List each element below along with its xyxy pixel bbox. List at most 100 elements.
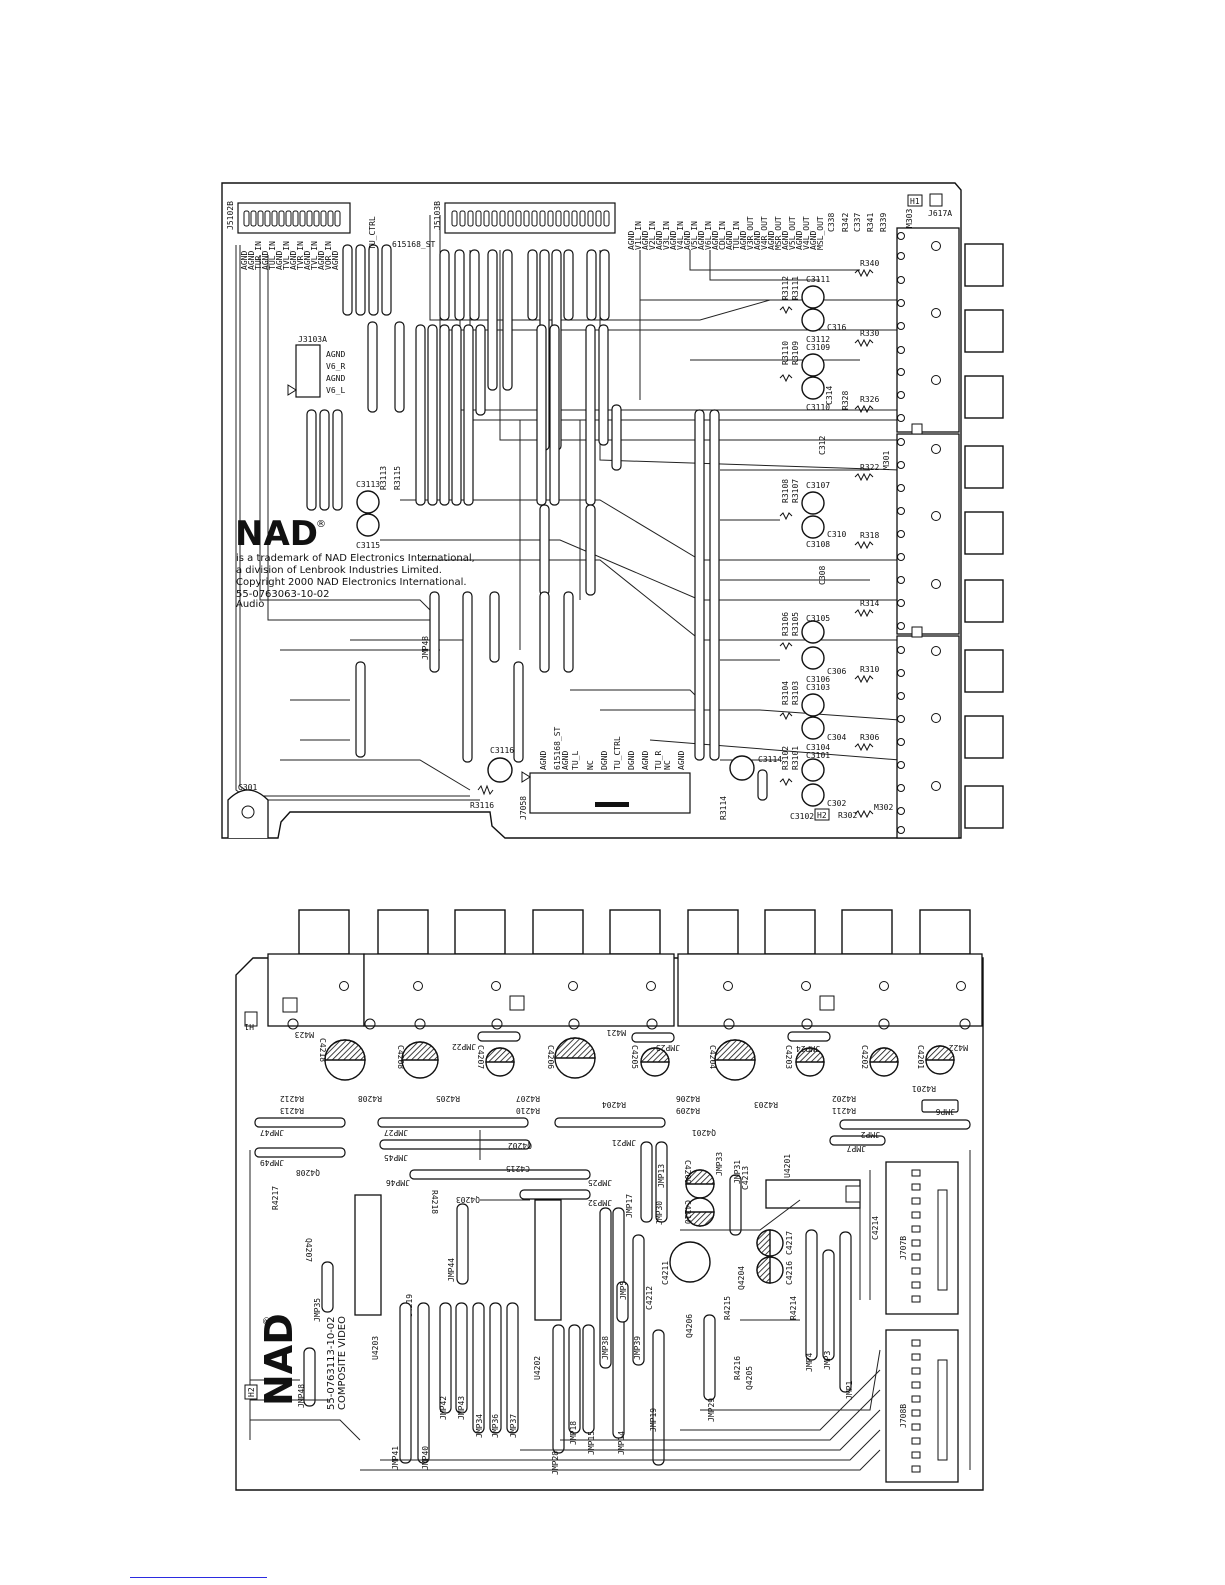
res-label: R310 — [860, 665, 879, 674]
cap-c3113-c3115: C3113 C3115 R3113 R3115 — [356, 466, 402, 550]
cap-label: C4208 — [396, 1045, 405, 1069]
connector-j708b: J708B — [885, 1329, 959, 1483]
cap-label: C4209 — [683, 1160, 692, 1184]
cap-label: C316 — [827, 323, 846, 332]
cap-label: C338 — [827, 213, 836, 232]
top-trademark-text: is a trademark of NAD Electronics Intern… — [236, 553, 475, 610]
m301-label: M301 — [882, 451, 891, 470]
pin-label: AGND — [781, 231, 790, 250]
jmp-label: JMP22 — [452, 1042, 476, 1051]
pin-label: V6_L — [326, 386, 345, 395]
pin-label: AGND — [240, 251, 249, 270]
pin-label: AGND — [289, 251, 298, 270]
res-label: R3102 — [781, 746, 790, 770]
h1-marker-bottom — [244, 1011, 258, 1027]
jmp-label: JMP3 — [823, 1351, 832, 1370]
jmp-label: JMP7 — [847, 1144, 866, 1153]
res-label: R4202 — [832, 1094, 856, 1103]
pin-label: AGND — [247, 251, 256, 270]
footer-link-underline[interactable] — [130, 1577, 267, 1578]
jmp-label: JMP14 — [617, 1431, 626, 1455]
pin-label: AGND — [561, 751, 570, 770]
pin-label: V4R_OUT — [760, 216, 769, 250]
top-rca-jack-block: M301 M302 H2 — [814, 227, 1004, 839]
cap-label: C3112 — [806, 335, 830, 344]
h2-label-top: H2 — [817, 811, 827, 820]
pin-label: AGND — [795, 231, 804, 250]
pin-label: AGND — [725, 231, 734, 250]
pin-label: TUR_IN — [254, 241, 263, 270]
jmp-label: JMP33 — [715, 1152, 724, 1176]
pin-label: V5L_OUT — [788, 216, 797, 250]
res-label: R339 — [879, 213, 888, 232]
g301-mount: G301 — [227, 783, 269, 838]
h2-marker-bottom — [244, 1384, 258, 1400]
res-label: R4206 — [676, 1094, 700, 1103]
res-label: R3111 — [791, 276, 800, 300]
cap-label: C3111 — [806, 275, 830, 284]
ic-u4202: U4202 — [533, 1199, 562, 1380]
pin-label: V3R_OUT — [746, 216, 755, 250]
cap-label: C3109 — [806, 343, 830, 352]
ic-u4203: U4203 — [354, 1194, 382, 1360]
cap-label: C4216 — [785, 1261, 794, 1285]
q-label: Q4208 — [296, 1168, 320, 1177]
jmp-label: JMP24 — [796, 1044, 820, 1053]
res-label: R3116 — [470, 801, 494, 810]
bottom-jack-housing — [267, 953, 983, 1030]
cap-label: C4207 — [476, 1045, 485, 1069]
pin-label: AGND — [753, 231, 762, 250]
res-label: R3107 — [791, 479, 800, 503]
pin-label: AGND — [677, 751, 686, 770]
jmp-label: JMP18 — [569, 1421, 578, 1445]
bottom-cap-row-labels: C4218 C4208 C4207 C4206 C4205 C4204 C420… — [318, 1038, 925, 1069]
trademark-line: a division of Lenbrook Industries Limite… — [236, 565, 442, 576]
res-label: R4203 — [754, 1100, 778, 1109]
pin-label: V2L_IN — [648, 221, 657, 250]
jmp-label: JMP47 — [260, 1128, 284, 1137]
pin-label: AGND — [655, 231, 664, 250]
cap-label: C4213 — [741, 1166, 750, 1190]
pin-label: V1L_IN — [634, 221, 643, 250]
bottom-lower-jumpers — [303, 1141, 852, 1466]
res-label: R302 — [838, 811, 857, 820]
pin-label: TVR_IN — [296, 241, 305, 270]
pin-label: TVL_IN — [310, 241, 319, 270]
nad-brand-bottom: NAD — [257, 1313, 301, 1406]
res-label: R342 — [841, 213, 850, 232]
jmp-label: JMP48 — [297, 1384, 306, 1408]
pin-label: AGND — [809, 231, 818, 250]
res-label: R3109 — [791, 341, 800, 365]
q-label: Q4207 — [304, 1238, 313, 1262]
jmp-label: JMP2 — [861, 1130, 880, 1139]
j5102b-label: J5102B — [226, 201, 235, 230]
cap-label: C310 — [827, 530, 846, 539]
cap-label: C3101 — [806, 751, 830, 760]
cap-label: C3108 — [806, 540, 830, 549]
pin-label: AGND — [683, 231, 692, 250]
h1-label-bottom: H1 — [244, 1022, 254, 1031]
pin-label: AGND — [275, 251, 284, 270]
pin-label: AGND — [711, 231, 720, 250]
res-label: R4210 — [516, 1106, 540, 1115]
cap-label: C3102 — [790, 812, 814, 821]
res-label: R4215 — [723, 1296, 732, 1320]
res-label: R4207 — [516, 1094, 540, 1103]
board-type-bottom: COMPOSITE VIDEO — [337, 1316, 348, 1410]
bottom-board: H1 M423 M421 M422 C4218 C4208 C4207 — [235, 909, 984, 1491]
jmp-label: JMP38 — [601, 1336, 610, 1360]
j617a-pad — [929, 193, 943, 207]
cap-label: C3103 — [806, 683, 830, 692]
registered-mark-top: ® — [316, 519, 326, 530]
bottom-nad-logo: NAD ® — [257, 1313, 301, 1406]
jmp-label: JMP6 — [936, 1107, 955, 1116]
cap-label: C3105 — [806, 614, 830, 623]
res-label: R4205 — [436, 1094, 460, 1103]
jmp-label: JMP31 — [733, 1160, 742, 1184]
pin-label: V6_R — [326, 362, 345, 371]
pin-label: TUL_IN — [268, 241, 277, 270]
jmp48-top-label: JMP48 — [421, 636, 430, 660]
res-label: R3101 — [791, 746, 800, 770]
res-label: R4208 — [358, 1094, 382, 1103]
j707b-label: J707B — [899, 1236, 908, 1260]
